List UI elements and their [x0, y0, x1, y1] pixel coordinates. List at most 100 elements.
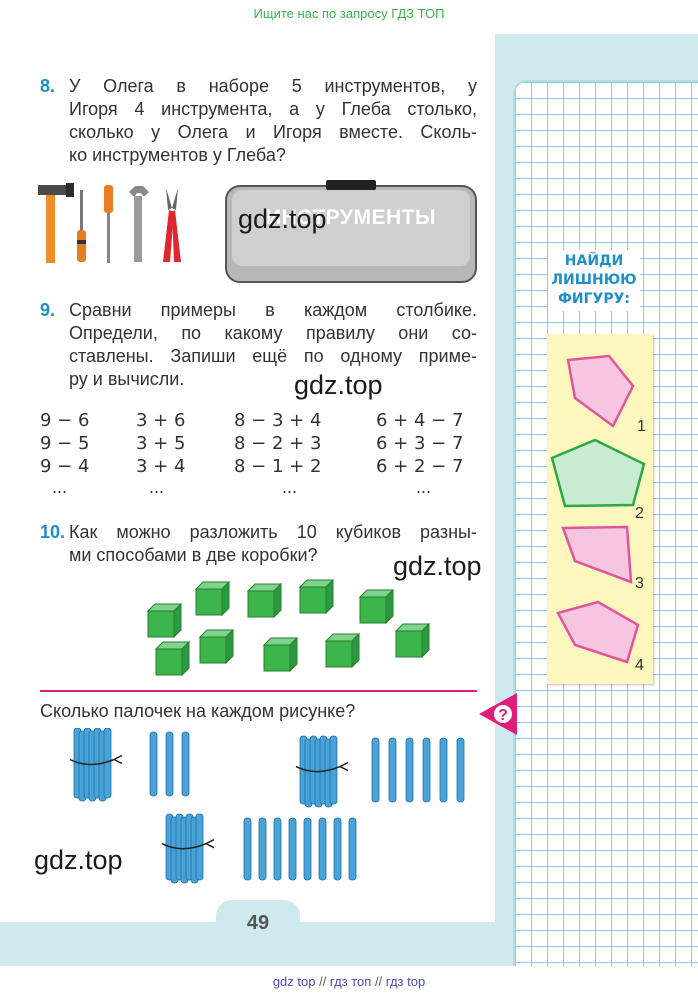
find-title-line-2: ЛИШНЮЮ	[551, 272, 637, 288]
expression: 3 + 4	[136, 456, 186, 477]
tools-illustration	[38, 183, 181, 263]
wrench-icon	[129, 186, 149, 262]
bottom-banner-a: gdz top	[272, 974, 316, 989]
watermark: gdz.top	[393, 551, 482, 581]
expression: 3 + 6	[136, 410, 186, 431]
watermark: gdz.top	[238, 204, 327, 234]
cube-icon	[146, 602, 183, 639]
cube-icon	[194, 580, 231, 617]
task-8-line: Игоря 4 инструмента, а у Глеба столько,	[69, 99, 477, 119]
expression: 8 − 2 + 3	[234, 433, 322, 454]
find-title-line-1: НАЙДИ	[564, 253, 624, 269]
question-mark-icon: ?	[498, 707, 508, 724]
cube-icon	[262, 636, 299, 673]
shape-4-pentagon	[556, 600, 640, 664]
find-odd-shape-title: НАЙДИ ЛИШНЮЮ ФИГУРУ:	[548, 250, 640, 311]
expression: 6 + 3 − 7	[376, 433, 464, 454]
cube-icon	[198, 628, 235, 665]
bottom-banner: gdz top // гдз топ // гдз top	[0, 974, 698, 989]
task-9-line: ру и вычисли.	[69, 369, 185, 389]
expression: 6 + 2 − 7	[376, 456, 464, 477]
stick	[405, 737, 414, 803]
cube-icon	[394, 622, 430, 659]
expression: 8 − 3 + 4	[234, 410, 322, 431]
bottom-banner-sep: //	[371, 974, 386, 989]
expression: 9 − 5	[40, 433, 90, 454]
stick	[243, 817, 252, 881]
shape-1-label: 1	[637, 418, 646, 435]
cubes-illustration	[146, 578, 430, 677]
bottom-banner-b: гдз топ	[329, 974, 372, 989]
shape-2-pentagon	[550, 438, 646, 508]
task-8-line: ко инструментов у Глеба?	[69, 145, 286, 165]
cube-icon	[358, 588, 395, 625]
stick	[388, 737, 397, 803]
stick	[303, 817, 312, 881]
page-number-tab	[216, 900, 300, 966]
task-10-line: ми способами в две коробки?	[69, 545, 318, 565]
sticks-question: Сколько палочек на каждом рисунке?	[40, 701, 356, 721]
screwdriver-icon	[77, 190, 86, 262]
tool-case	[225, 180, 477, 283]
ellipsis: ...	[282, 477, 298, 497]
hammer-icon	[38, 183, 74, 263]
shape-4-label: 4	[635, 657, 644, 674]
expression: 3 + 5	[136, 433, 186, 454]
stick-bundle	[161, 813, 215, 884]
stick	[371, 737, 380, 803]
top-banner: Ищите нас по запросу ГДЗ ТОП	[253, 6, 445, 21]
task-8-number: 8.	[40, 76, 56, 96]
bottom-banner-c: гдз top	[385, 974, 426, 989]
stick	[288, 817, 297, 881]
stick	[439, 737, 448, 803]
cube-icon	[324, 632, 361, 669]
bottom-banner-sep: //	[315, 974, 330, 989]
task-9-number: 9.	[40, 300, 56, 320]
task-10-line: Как можно разложить 10 кубиков разны-	[69, 522, 477, 542]
ellipsis: ...	[52, 477, 68, 497]
cube-icon	[154, 640, 191, 677]
stick	[456, 737, 465, 803]
stick	[318, 817, 327, 881]
sticks-illustration	[69, 728, 465, 884]
screwdriver-icon	[104, 185, 113, 263]
find-title-line-3: ФИГУРУ:	[558, 291, 630, 307]
stick	[348, 817, 357, 881]
question-badge: ?	[479, 693, 517, 735]
stick	[258, 817, 267, 881]
ellipsis: ...	[416, 477, 432, 497]
page-number: 49	[246, 912, 270, 934]
case-label: ИНСТРУМЕНТЫ	[265, 206, 437, 229]
task-8-line: У Олега в наборе 5 инструментов, у	[69, 76, 477, 96]
task-8-line: сколько у Олега и Игоря вместе. Сколь-	[69, 122, 477, 142]
watermark: gdz.top	[34, 845, 123, 875]
stick	[273, 817, 282, 881]
stick	[181, 731, 190, 797]
stick	[165, 731, 174, 797]
cube-icon	[246, 582, 283, 619]
task-10-number: 10.	[40, 522, 66, 542]
shape-card: 1 2 3 4	[547, 334, 653, 684]
stick-bundle	[295, 735, 349, 808]
stick	[422, 737, 431, 803]
shape-2-label: 2	[635, 505, 644, 522]
expression: 9 − 4	[40, 456, 90, 477]
shapes-figure: 1 2 3 4	[550, 354, 646, 674]
expression: 6 + 4 − 7	[376, 410, 464, 431]
shape-3-quadrilateral	[561, 525, 633, 584]
task-9-line: Определи, по какому правилу они со-	[69, 323, 477, 343]
stick	[333, 817, 342, 881]
expression: 8 − 1 + 2	[234, 456, 322, 477]
task-9-line: ставлены. Запиши ещё по одному приме-	[69, 346, 477, 366]
shape-3-label: 3	[635, 575, 644, 592]
stick	[149, 731, 158, 797]
watermark: gdz.top	[294, 370, 383, 400]
shape-1-pentagon	[566, 354, 635, 428]
task-9-line: Сравни примеры в каждом столбике.	[69, 300, 477, 320]
pliers-icon	[163, 188, 181, 262]
section-divider	[40, 690, 477, 692]
expression: 9 − 6	[40, 410, 90, 431]
stick-bundle	[69, 728, 123, 802]
ellipsis: ...	[149, 477, 165, 497]
cube-icon	[298, 578, 335, 615]
